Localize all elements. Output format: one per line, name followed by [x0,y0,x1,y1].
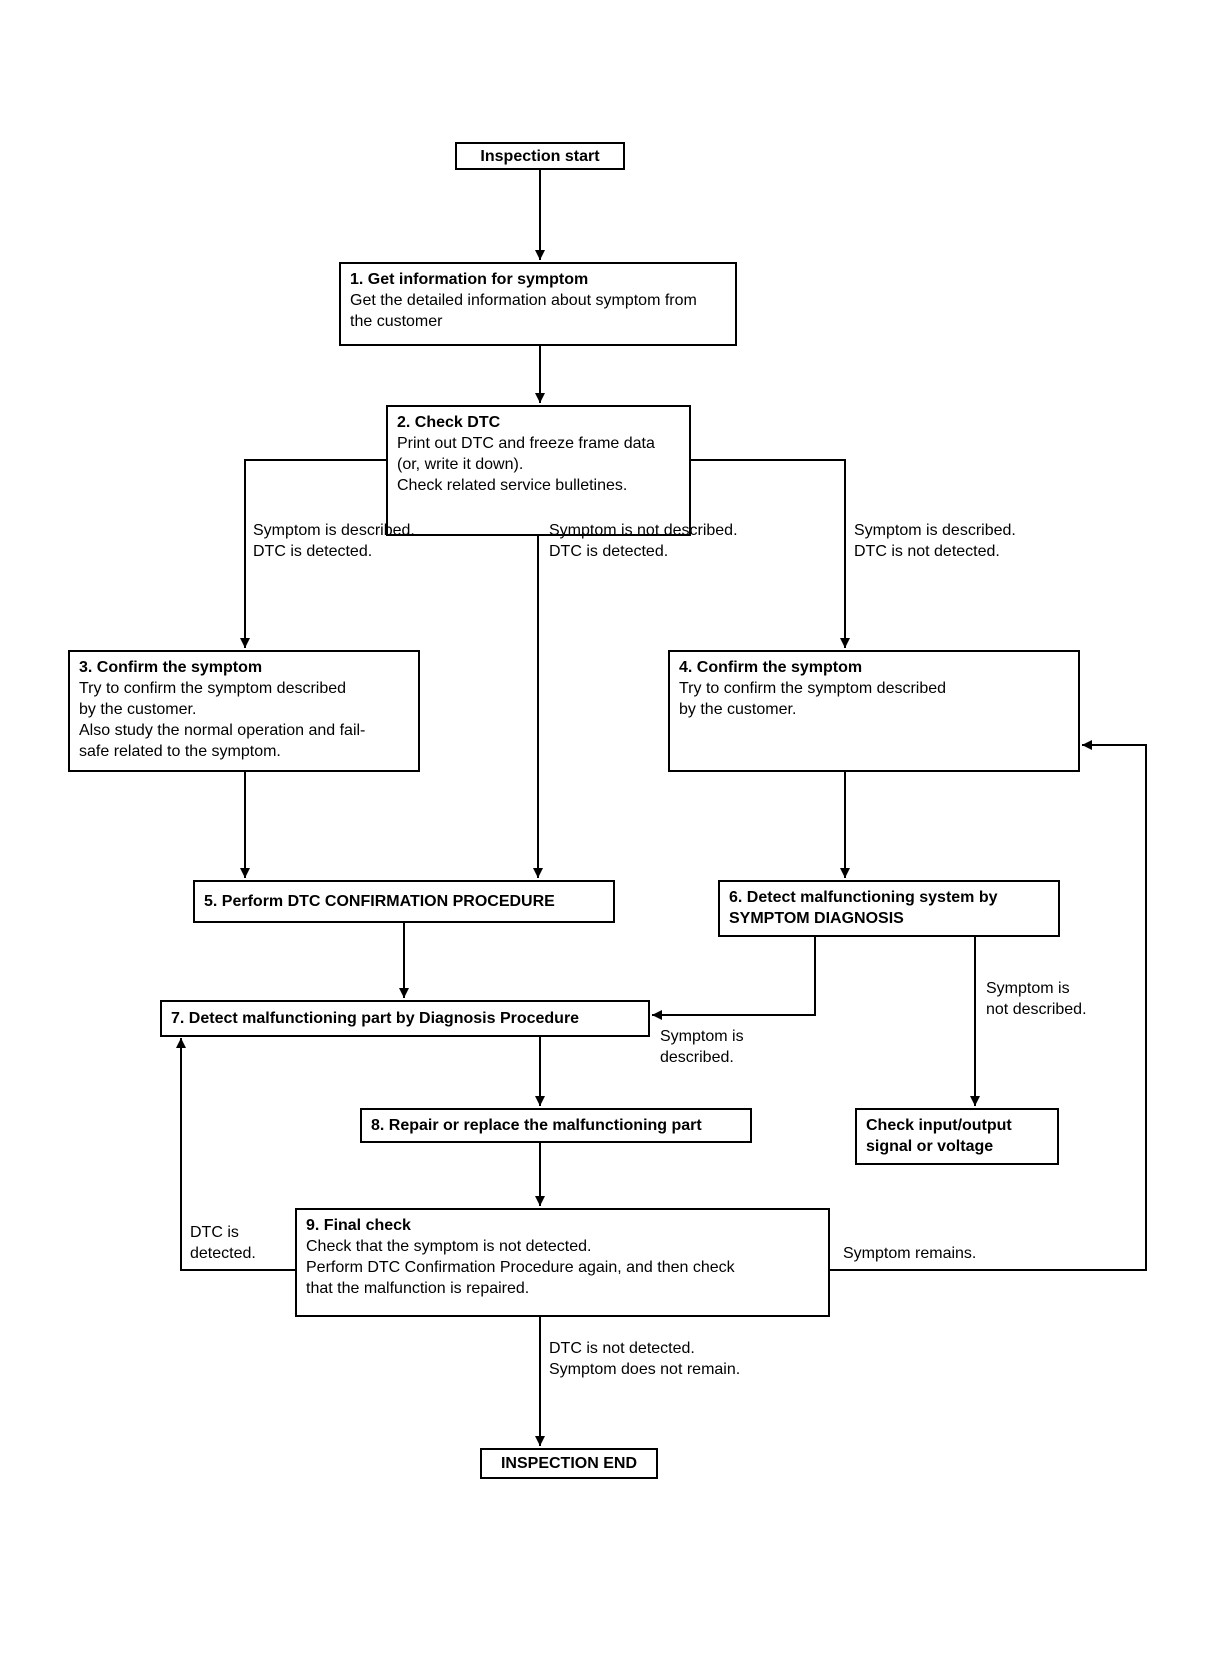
step3-body: Try to confirm the symptom described by … [79,680,366,760]
step8-title: 8. Repair or replace the malfunctioning … [371,1117,702,1134]
node-step7-detect-part: 7. Detect malfunctioning part by Diagnos… [160,1000,650,1037]
check-io-title: Check input/output signal or voltage [866,1117,1012,1155]
step9-body: Check that the symptom is not detected. … [306,1238,735,1297]
node-step5-dtc-confirmation: 5. Perform DTC CONFIRMATION PROCEDURE [193,880,615,923]
step6-title: 6. Detect malfunctioning system by SYMPT… [729,889,998,927]
edge-label-symptom-described-dtc-detected: Symptom is described. DTC is detected. [253,522,415,560]
edge-label-symptom-is-described: Symptom is described. [660,1028,744,1066]
edge-step2-step4 [690,459,850,648]
node-step8-repair-replace: 8. Repair or replace the malfunctioning … [360,1108,752,1143]
node-step3-confirm-symptom: 3. Confirm the symptom Try to confirm th… [68,650,420,772]
step4-body: Try to confirm the symptom described by … [679,680,947,718]
edge-step9-step7-feedback [176,1038,296,1271]
edge-label-symptom-is-not-described: Symptom is not described. [986,980,1087,1018]
step9-title: 9. Final check [306,1217,411,1234]
node-check-input-output: Check input/output signal or voltage [855,1108,1059,1165]
step4-title: 4. Confirm the symptom [679,659,863,676]
node-step9-final-check: 9. Final check Check that the symptom is… [295,1208,830,1317]
step5-title: 5. Perform DTC CONFIRMATION PROCEDURE [204,893,555,910]
step1-body: Get the detailed information about sympt… [350,292,697,330]
node-step2-check-dtc: 2. Check DTC Print out DTC and freeze fr… [386,405,691,536]
edge-step2-step3 [240,459,387,648]
step2-body: Print out DTC and freeze frame data (or,… [397,435,655,494]
inspection-start-label: Inspection start [480,147,600,165]
edge-label-symptom-described-dtc-not-detected: Symptom is described. DTC is not detecte… [854,522,1016,560]
step7-title: 7. Detect malfunctioning part by Diagnos… [171,1010,580,1027]
node-inspection-end: INSPECTION END [480,1448,658,1479]
node-inspection-start: Inspection start [455,142,625,170]
node-step1-get-information: 1. Get information for symptom Get the d… [339,262,737,346]
edge-label-dtc-not-detected-no-symptom: DTC is not detected. Symptom does not re… [549,1340,741,1378]
edge-label-symptom-remains: Symptom remains. [843,1245,977,1262]
step2-title: 2. Check DTC [397,414,501,431]
step3-title: 3. Confirm the symptom [79,659,263,676]
edge-step9-step4-feedback [829,740,1147,1271]
edge-step6-step7 [652,937,816,1020]
node-step6-detect-system: 6. Detect malfunctioning system by SYMPT… [718,880,1060,937]
node-step4-confirm-symptom: 4. Confirm the symptom Try to confirm th… [668,650,1080,772]
edge-label-dtc-is-detected: DTC is detected. [190,1224,256,1262]
step1-title: 1. Get information for symptom [350,271,589,288]
edge-label-symptom-not-described-dtc-detected: Symptom is not described. DTC is detecte… [549,522,738,560]
inspection-end-label: INSPECTION END [500,1455,637,1472]
